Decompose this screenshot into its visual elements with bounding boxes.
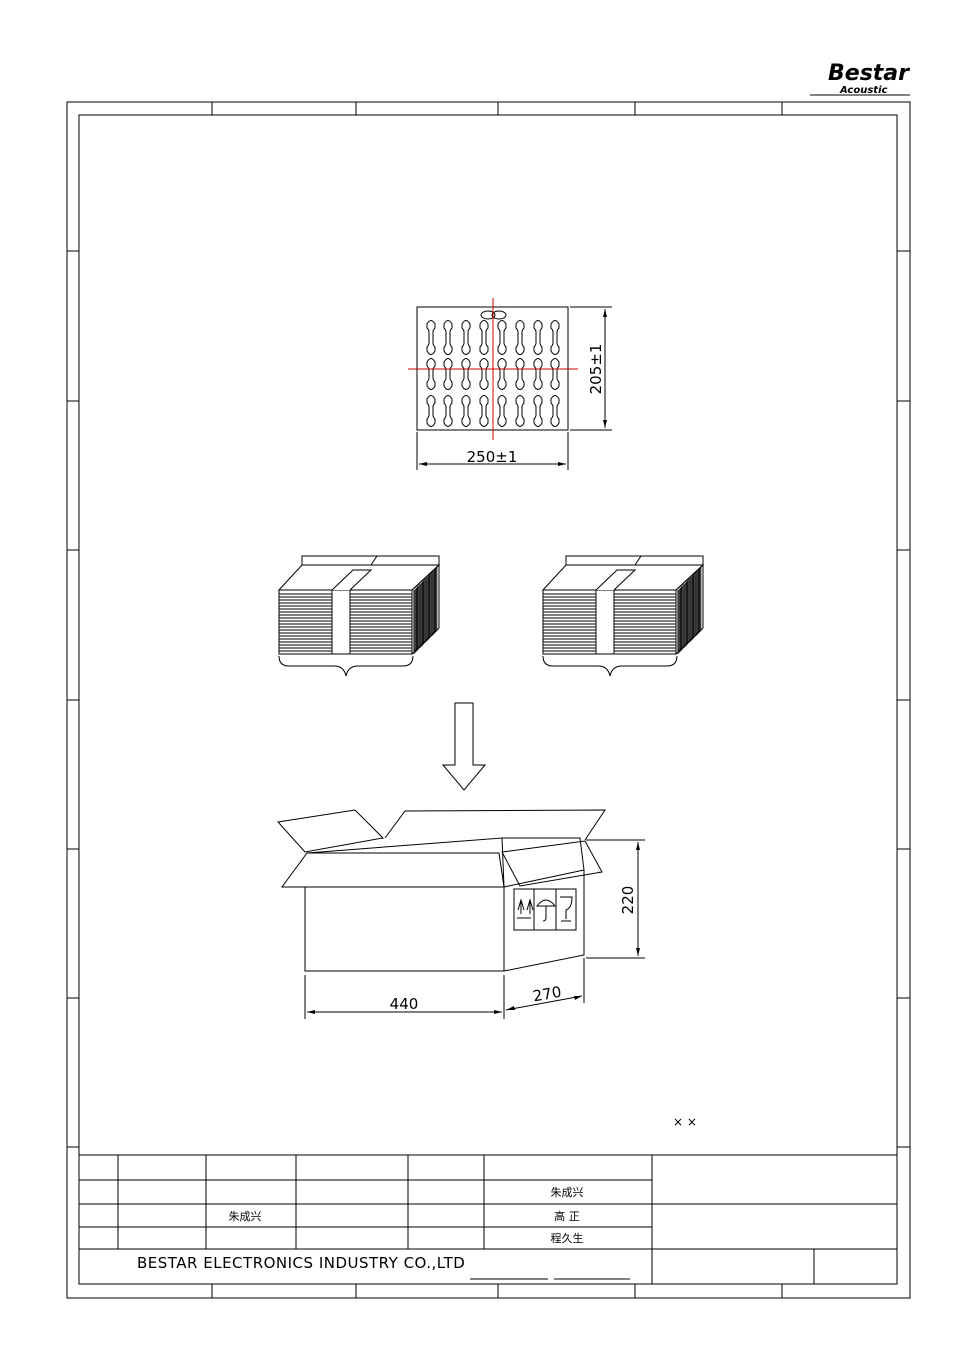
tray-pocket	[497, 320, 507, 355]
tray-pocket	[426, 395, 436, 427]
tray-pocket	[550, 358, 560, 390]
down-arrow	[441, 702, 487, 791]
tray-height-label: 205±1	[587, 344, 605, 395]
tray-pocket	[533, 358, 543, 390]
box-length-label: 440	[390, 995, 419, 1013]
tray-pocket	[443, 320, 453, 355]
tray-width-label: 250±1	[467, 448, 518, 466]
tray-pocket	[550, 395, 560, 427]
note-marks: × ×	[673, 1115, 697, 1129]
this-way-up-icon	[517, 898, 534, 919]
tray-pocket	[461, 358, 471, 390]
checker: 高 正	[554, 1209, 580, 1223]
drawn-by: 朱成兴	[551, 1186, 584, 1199]
tray-stack-right	[541, 555, 705, 677]
handling-labels	[513, 888, 577, 931]
tray-pocket	[461, 320, 471, 355]
tray-pockets	[426, 320, 560, 427]
tray-pocket	[533, 320, 543, 355]
tray-pocket	[443, 358, 453, 390]
approver: 程久生	[551, 1231, 584, 1245]
box-width-label: 270	[531, 983, 562, 1006]
tray-pocket	[443, 395, 453, 427]
drawing-frame	[66, 101, 911, 1299]
carton-box: 440 270 220	[277, 809, 645, 1019]
bestar-logo: Bestar Acoustic	[810, 61, 910, 96]
tray-drawing: 250±1 205±1	[408, 298, 612, 470]
tray-pocket	[479, 358, 489, 390]
fragile-icon	[560, 896, 573, 922]
tray-stack-left	[277, 555, 441, 677]
tray-pocket	[515, 320, 525, 355]
tray-pocket	[479, 395, 489, 427]
logo-sub: Acoustic	[839, 85, 888, 96]
tray-pocket	[550, 320, 560, 355]
logo-brand: Bestar	[828, 61, 910, 86]
tray-pocket	[426, 320, 436, 355]
tray-pocket	[497, 395, 507, 427]
tray-pocket	[479, 320, 489, 355]
tray-pocket	[497, 358, 507, 390]
keep-dry-icon	[535, 899, 557, 922]
box-height-label: 220	[619, 886, 637, 915]
company-name: BESTAR ELECTRONICS INDUSTRY CO.,LTD	[137, 1254, 465, 1272]
tray-pocket	[515, 395, 525, 427]
designer: 朱成兴	[229, 1210, 262, 1223]
tray-pocket	[461, 395, 471, 427]
tray-pocket	[533, 395, 543, 427]
tray-pocket	[426, 358, 436, 390]
title-block: 朱成兴 朱成兴 高 正 程久生 BESTAR ELECTRONICS INDUS…	[79, 1154, 897, 1284]
tray-pocket	[515, 358, 525, 390]
